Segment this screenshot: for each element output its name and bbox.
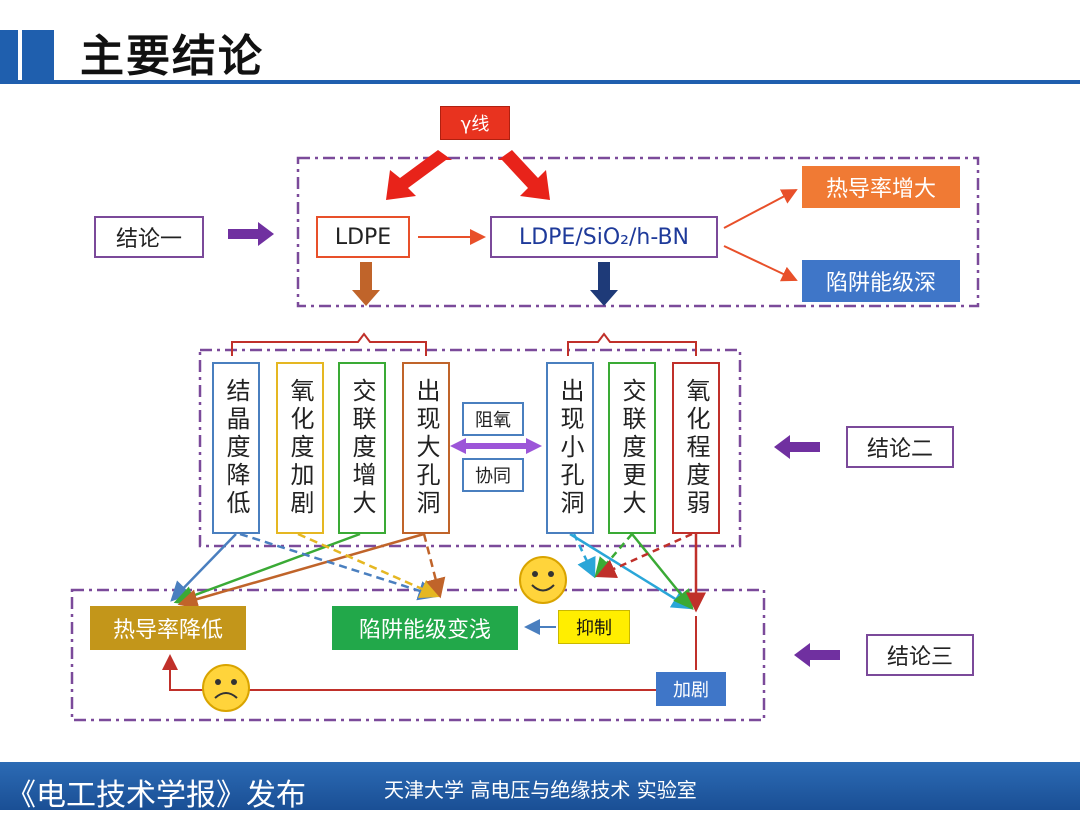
gamma-arrow-left <box>386 150 452 200</box>
gamma-source-box: γ线 <box>440 106 510 140</box>
ldpe-column-large-pores: 出现大孔洞 <box>402 362 450 534</box>
ldpe-column-oxidation: 氧化度加剧 <box>276 362 324 534</box>
effect-thermal-up: 热导率增大 <box>802 166 960 208</box>
page-title: 主要结论 <box>80 31 264 82</box>
column-text: 交联度增大 <box>348 378 376 518</box>
frame-conclusion1 <box>296 156 980 308</box>
column-text: 出现小孔洞 <box>556 378 584 518</box>
conclusion3-label: 结论三 <box>866 634 974 676</box>
arrow-conclusion1 <box>228 222 274 246</box>
footer-journal: 《电工技术学报》发布 <box>6 778 306 813</box>
synergy-label: 协同 <box>462 458 524 492</box>
header-accent-bar <box>0 30 18 82</box>
gamma-arrow-right <box>498 150 550 200</box>
footer-bar <box>0 762 1080 810</box>
happy-face-icon <box>519 556 567 604</box>
header-accent-block <box>22 30 54 82</box>
composite-box: LDPE/SiO₂/h-BN <box>490 216 718 258</box>
sad-face-icon <box>202 664 250 712</box>
column-text: 氧化程度弱 <box>682 378 710 518</box>
composite-column-crosslink: 交联度更大 <box>608 362 656 534</box>
composite-column-small-pores: 出现小孔洞 <box>546 362 594 534</box>
column-text: 结晶度降低 <box>222 378 250 518</box>
arrow-conclusion2 <box>774 435 820 459</box>
column-text: 交联度更大 <box>618 378 646 518</box>
effect-trap-deep: 陷阱能级深 <box>802 260 960 302</box>
suppress-box: 抑制 <box>558 610 630 644</box>
arrow-conclusion3 <box>794 643 840 667</box>
conclusion1-label: 结论一 <box>94 216 204 258</box>
oxygen-barrier-label: 阻氧 <box>462 402 524 436</box>
column-text: 氧化度加剧 <box>286 378 314 518</box>
ldpe-box: LDPE <box>316 216 410 258</box>
ldpe-column-crosslink: 交联度增大 <box>338 362 386 534</box>
ldpe-column-crystallinity: 结晶度降低 <box>212 362 260 534</box>
thermal-down-box: 热导率降低 <box>90 606 246 650</box>
composite-column-oxidation: 氧化程度弱 <box>672 362 720 534</box>
middle-double-arrow <box>450 438 542 454</box>
composite-down-arrow <box>590 262 618 306</box>
frame-conclusion2 <box>198 348 742 548</box>
ldpe-down-arrow <box>352 262 380 306</box>
footer-lab: 天津大学 高电压与绝缘技术 实验室 <box>384 778 697 802</box>
intensify-box: 加剧 <box>656 672 726 706</box>
column-text: 出现大孔洞 <box>412 378 440 518</box>
frame-conclusion3 <box>70 588 766 722</box>
trap-shallow-box: 陷阱能级变浅 <box>332 606 518 650</box>
header-divider <box>0 80 1080 84</box>
conclusion2-label: 结论二 <box>846 426 954 468</box>
